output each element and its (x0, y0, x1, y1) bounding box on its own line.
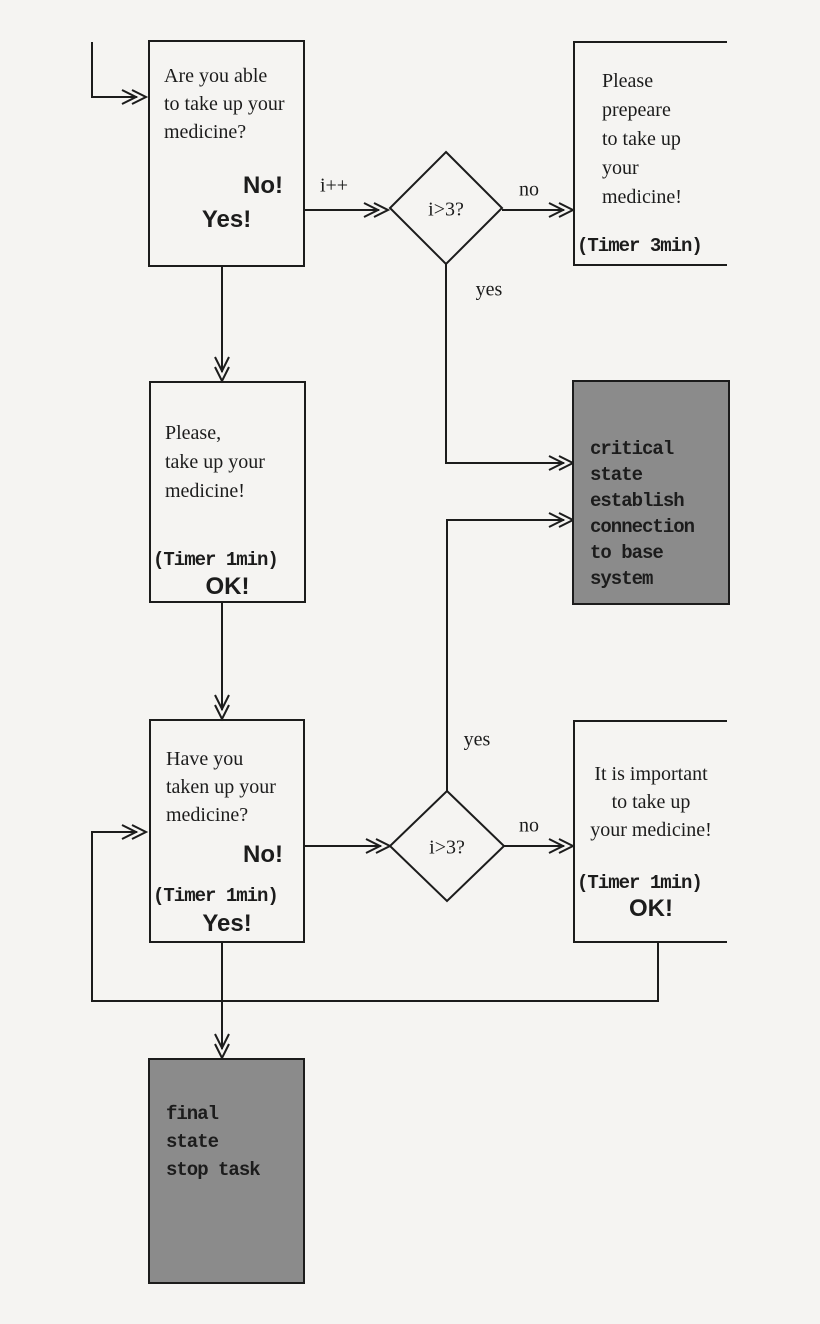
decision-top-label: i>3? (428, 198, 464, 221)
edge-top-yes (445, 264, 576, 471)
node-please-take-text: Please, take up your medicine! (165, 419, 304, 506)
node-important: It is important to take up your medicine… (573, 720, 727, 943)
edge-label-bottom-no: no (519, 814, 539, 837)
text-line: connection (590, 516, 695, 538)
text-line: to take up your (164, 93, 285, 115)
node-critical-state: critical state establish connection to b… (572, 380, 730, 605)
text-line: medicine! (165, 480, 245, 502)
edge-label-top-yes: yes (475, 278, 503, 301)
text-line: medicine! (602, 186, 682, 208)
yes-option-label: Yes! (202, 910, 252, 937)
timer-label: (Timer 3min) (577, 235, 703, 257)
text-line: stop task (166, 1159, 261, 1181)
text-line: take up your (165, 451, 265, 473)
node-prepare-text: Please prepeare to take up your medicine… (602, 67, 727, 212)
no-option-label: No! (243, 841, 283, 868)
text-line: medicine? (166, 804, 249, 826)
edge-entry-arrow (91, 42, 149, 105)
text-line: state (166, 1131, 219, 1153)
node-critical-text: critical state establish connection to b… (590, 436, 728, 592)
edge-yes-down (214, 267, 230, 384)
decision-bottom-shape (388, 789, 506, 903)
node-ask-able: Are you able to take up your medicine? N… (148, 40, 305, 267)
text-line: system (590, 568, 653, 590)
text-line: prepeare (602, 99, 671, 121)
ok-option-label: OK! (205, 573, 250, 600)
text-line: final (166, 1103, 219, 1125)
text-line: state (590, 464, 643, 486)
timer-label: (Timer 1min) (153, 549, 279, 571)
edge-bottom-no (504, 838, 576, 854)
edge-no-to-decision (305, 838, 393, 854)
edge-ok-down (214, 603, 230, 722)
node-important-text: It is important to take up your medicine… (575, 760, 727, 844)
decision-bottom-label: i>3? (429, 836, 465, 859)
edge-top-no (502, 202, 576, 218)
node-please-take: Please, take up your medicine! (Timer 1m… (149, 381, 306, 603)
text-line: Please (602, 70, 654, 92)
ok-option-label: OK! (629, 895, 673, 922)
timer-label: (Timer 1min) (577, 872, 703, 894)
edge-label-increment: i++ (319, 174, 349, 197)
no-option-label: No! (243, 172, 283, 199)
edge-label-top-no: no (519, 178, 539, 201)
decision-top-shape (388, 150, 504, 266)
text-line: your medicine! (590, 819, 712, 841)
edge-label-bottom-yes: yes (463, 728, 491, 751)
timer-label: (Timer 1min) (153, 885, 279, 907)
yes-option-label: Yes! (201, 206, 252, 233)
text-line: Have you (166, 748, 244, 770)
text-line: It is important (594, 763, 708, 785)
text-line: to take up (602, 128, 681, 150)
node-final-text: final state stop task (166, 1100, 303, 1184)
text-line: Please, (165, 422, 222, 444)
node-have-taken: Have you taken up your medicine? No! (Ti… (149, 719, 305, 943)
text-line: establish (590, 490, 685, 512)
edge-no-increment (305, 202, 391, 218)
node-ask-able-text: Are you able to take up your medicine? (164, 62, 303, 146)
text-line: medicine? (164, 121, 247, 143)
text-line: Are you able (164, 65, 268, 87)
node-final-state: final state stop task (148, 1058, 305, 1284)
text-line: your (602, 157, 639, 179)
node-prepare: Please prepeare to take up your medicine… (573, 41, 727, 266)
text-line: critical (590, 438, 674, 460)
text-line: to base (590, 542, 664, 564)
text-line: to take up (611, 791, 691, 813)
node-have-taken-text: Have you taken up your medicine? (166, 745, 303, 829)
edge-feedback-loop (91, 824, 659, 1002)
text-line: taken up your (166, 776, 276, 798)
